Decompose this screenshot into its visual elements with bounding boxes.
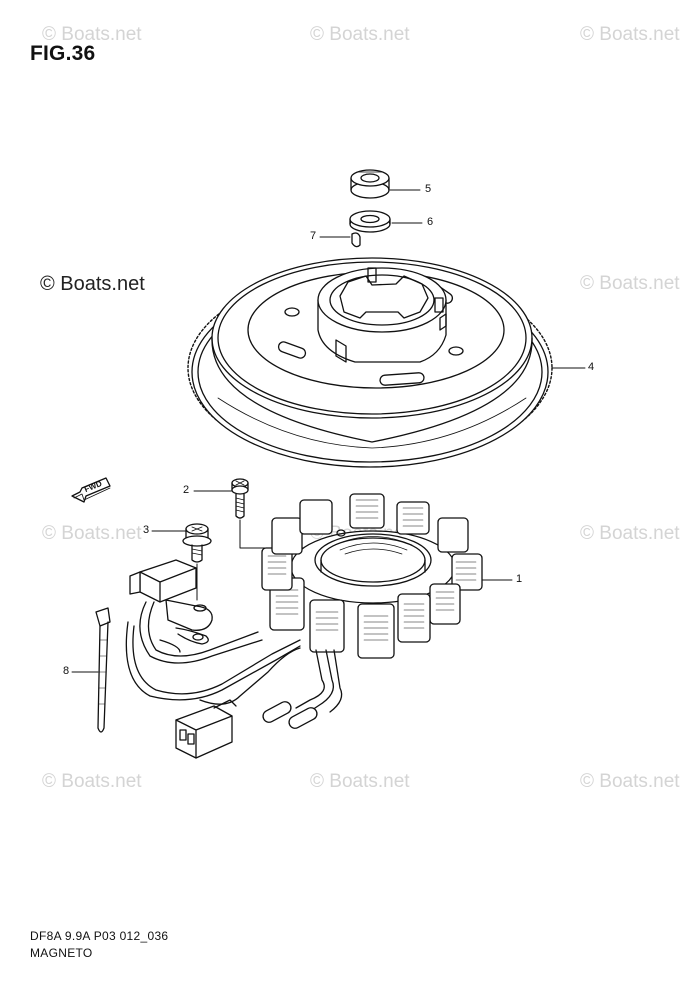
screw-part[interactable] bbox=[231, 478, 249, 519]
diagram-name: MAGNETO bbox=[30, 946, 93, 960]
bullet-connector bbox=[262, 701, 318, 729]
callout-7: 7 bbox=[310, 230, 317, 242]
bolt-part[interactable] bbox=[182, 523, 212, 563]
cable-tie-part[interactable] bbox=[95, 607, 111, 733]
washer-part[interactable] bbox=[349, 210, 391, 233]
stator-part[interactable] bbox=[261, 493, 483, 659]
callout-8: 8 bbox=[63, 665, 70, 677]
watermark: © Boats.net bbox=[42, 771, 142, 792]
leader-lines bbox=[71, 189, 586, 673]
pulser-coil-part[interactable] bbox=[129, 559, 213, 645]
callout-4: 4 bbox=[588, 361, 595, 373]
callout-6: 6 bbox=[427, 216, 434, 228]
watermark: © Boats.net bbox=[580, 24, 680, 45]
diagram-code: DF8A 9.9A P03 012_036 bbox=[30, 929, 169, 943]
callout-1: 1 bbox=[516, 573, 523, 585]
watermark: © Boats.net bbox=[580, 771, 680, 792]
fwd-arrow-icon bbox=[71, 477, 111, 503]
nut-part[interactable] bbox=[350, 169, 390, 199]
wire-harness bbox=[125, 601, 343, 729]
watermark-dark: © Boats.net bbox=[40, 273, 145, 295]
watermark: © Boats.net bbox=[580, 273, 680, 294]
figure-title: FIG.36 bbox=[30, 42, 96, 65]
watermark: © Boats.net bbox=[310, 771, 410, 792]
key-part[interactable] bbox=[351, 232, 361, 248]
callout-2: 2 bbox=[183, 484, 190, 496]
watermark: © Boats.net bbox=[42, 523, 142, 544]
watermark: © Boats.net bbox=[310, 24, 410, 45]
watermark: © Boats.net bbox=[580, 523, 680, 544]
coupler-connector bbox=[175, 699, 237, 759]
callout-3: 3 bbox=[143, 524, 150, 536]
flywheel-part[interactable] bbox=[187, 257, 553, 468]
watermark: © Boats.net bbox=[42, 24, 142, 45]
callout-5: 5 bbox=[425, 183, 432, 195]
